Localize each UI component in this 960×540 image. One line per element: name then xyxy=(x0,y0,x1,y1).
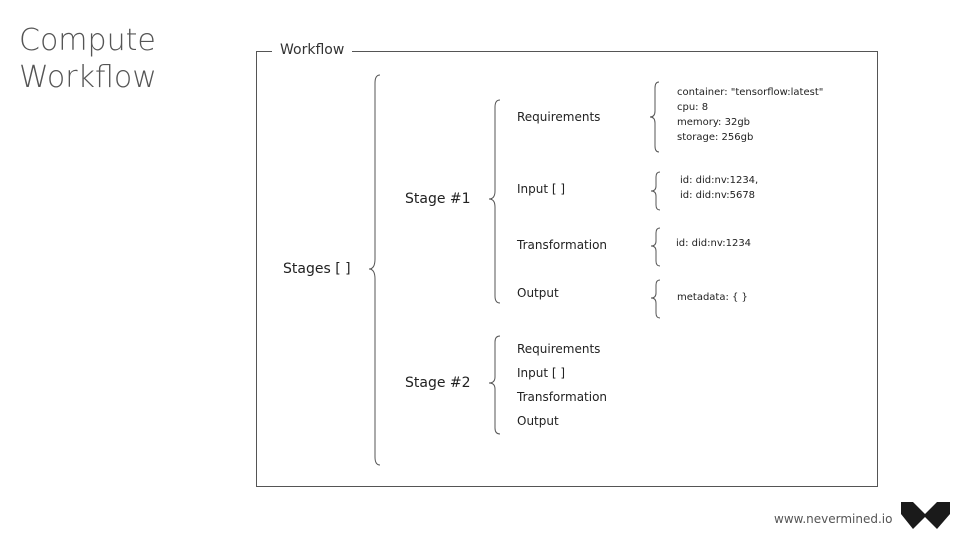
transformation-brace xyxy=(650,227,661,267)
stage2-label: Stage #2 xyxy=(405,375,471,391)
title-line-1: Compute xyxy=(19,23,156,58)
stage1-input-label: Input [ ] xyxy=(517,182,566,196)
stage2-brace xyxy=(488,335,501,435)
workflow-label: Workflow xyxy=(272,42,353,58)
requirements-details: container: "tensorflow:latest" cpu: 8 me… xyxy=(677,85,823,145)
slide-title: Compute Workflow xyxy=(19,22,157,96)
stage1-requirements-label: Requirements xyxy=(517,110,601,124)
stage2-input-label: Input [ ] xyxy=(517,366,566,380)
input-brace xyxy=(650,171,661,211)
input-id-1: id: did:nv:1234, xyxy=(680,175,759,186)
output-details: metadata: { } xyxy=(677,290,748,305)
input-id-2: id: did:nv:5678 xyxy=(680,190,756,201)
stages-brace xyxy=(368,74,381,466)
input-details: id: did:nv:1234, id: did:nv:5678 xyxy=(680,173,758,203)
stages-label: Stages [ ] xyxy=(283,261,351,277)
title-line-2: Workflow xyxy=(19,60,157,95)
stage1-brace xyxy=(488,99,501,304)
stage2-requirements-label: Requirements xyxy=(517,342,601,356)
stage1-output-label: Output xyxy=(517,286,559,300)
stage1-label: Stage #1 xyxy=(405,191,471,207)
stage2-transformation-label: Transformation xyxy=(517,390,608,404)
stage2-output-label: Output xyxy=(517,414,559,428)
stage1-transformation-label: Transformation xyxy=(517,238,608,252)
output-brace xyxy=(650,279,661,319)
requirement-memory: memory: 32gb xyxy=(677,117,751,128)
requirements-brace xyxy=(649,81,660,153)
transformation-details: id: did:nv:1234 xyxy=(676,236,751,251)
workflow-frame xyxy=(256,51,878,487)
requirement-cpu: cpu: 8 xyxy=(677,102,709,113)
footer-url: www.nevermined.io xyxy=(774,512,893,526)
requirement-container: container: "tensorflow:latest" xyxy=(677,87,824,98)
output-metadata: metadata: { } xyxy=(677,292,748,303)
requirement-storage: storage: 256gb xyxy=(677,132,754,143)
transformation-id: id: did:nv:1234 xyxy=(676,238,752,249)
nevermined-logo-icon xyxy=(901,502,950,529)
